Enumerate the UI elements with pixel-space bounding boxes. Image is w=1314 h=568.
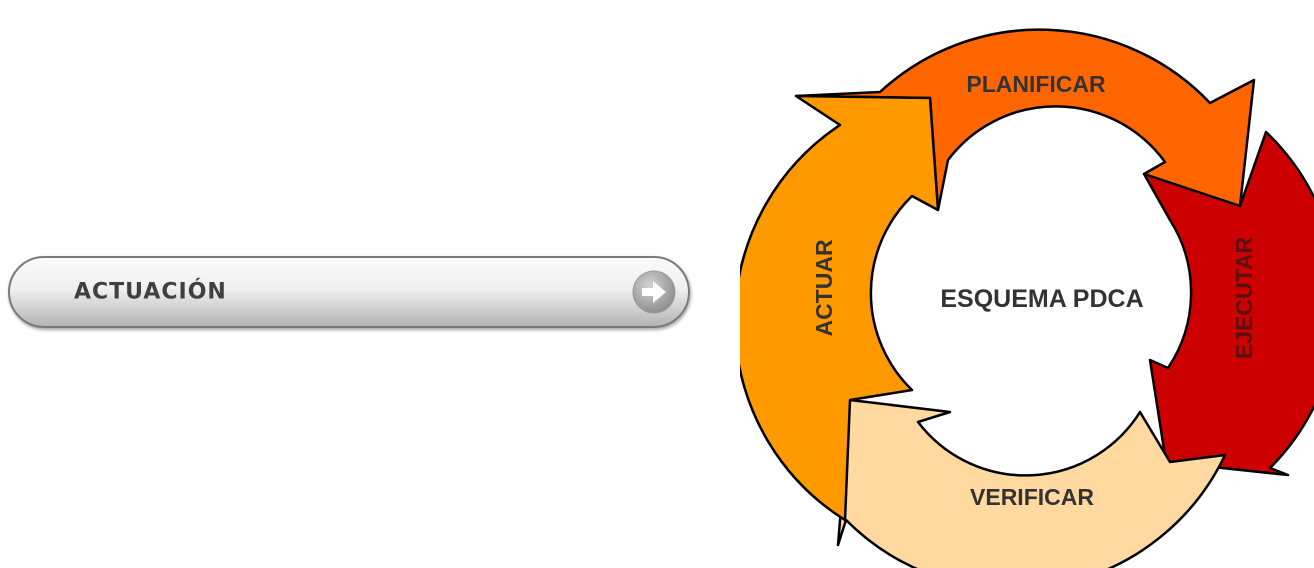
segment-verificar-shape	[836, 398, 1227, 568]
actuacion-button-label: ACTUACIÓN	[74, 279, 227, 305]
segment-planificar-label: PLANIFICAR	[966, 71, 1106, 97]
segment-actuar-label: ACTUAR	[811, 239, 837, 336]
pdca-diagram: PLANIFICAR EJECUTAR VERIFICAR ACTUAR ESQ…	[740, 28, 1314, 568]
actuacion-button[interactable]: ACTUACIÓN	[8, 256, 690, 328]
segment-ejecutar-label: EJECUTAR	[1231, 236, 1257, 359]
segment-ejecutar-shape	[1142, 130, 1314, 477]
segment-verificar-label: VERIFICAR	[970, 484, 1094, 510]
arrow-right-circle-icon	[632, 270, 676, 314]
center-label: ESQUEMA PDCA	[940, 285, 1143, 313]
segment-actuar-shape	[740, 94, 940, 522]
